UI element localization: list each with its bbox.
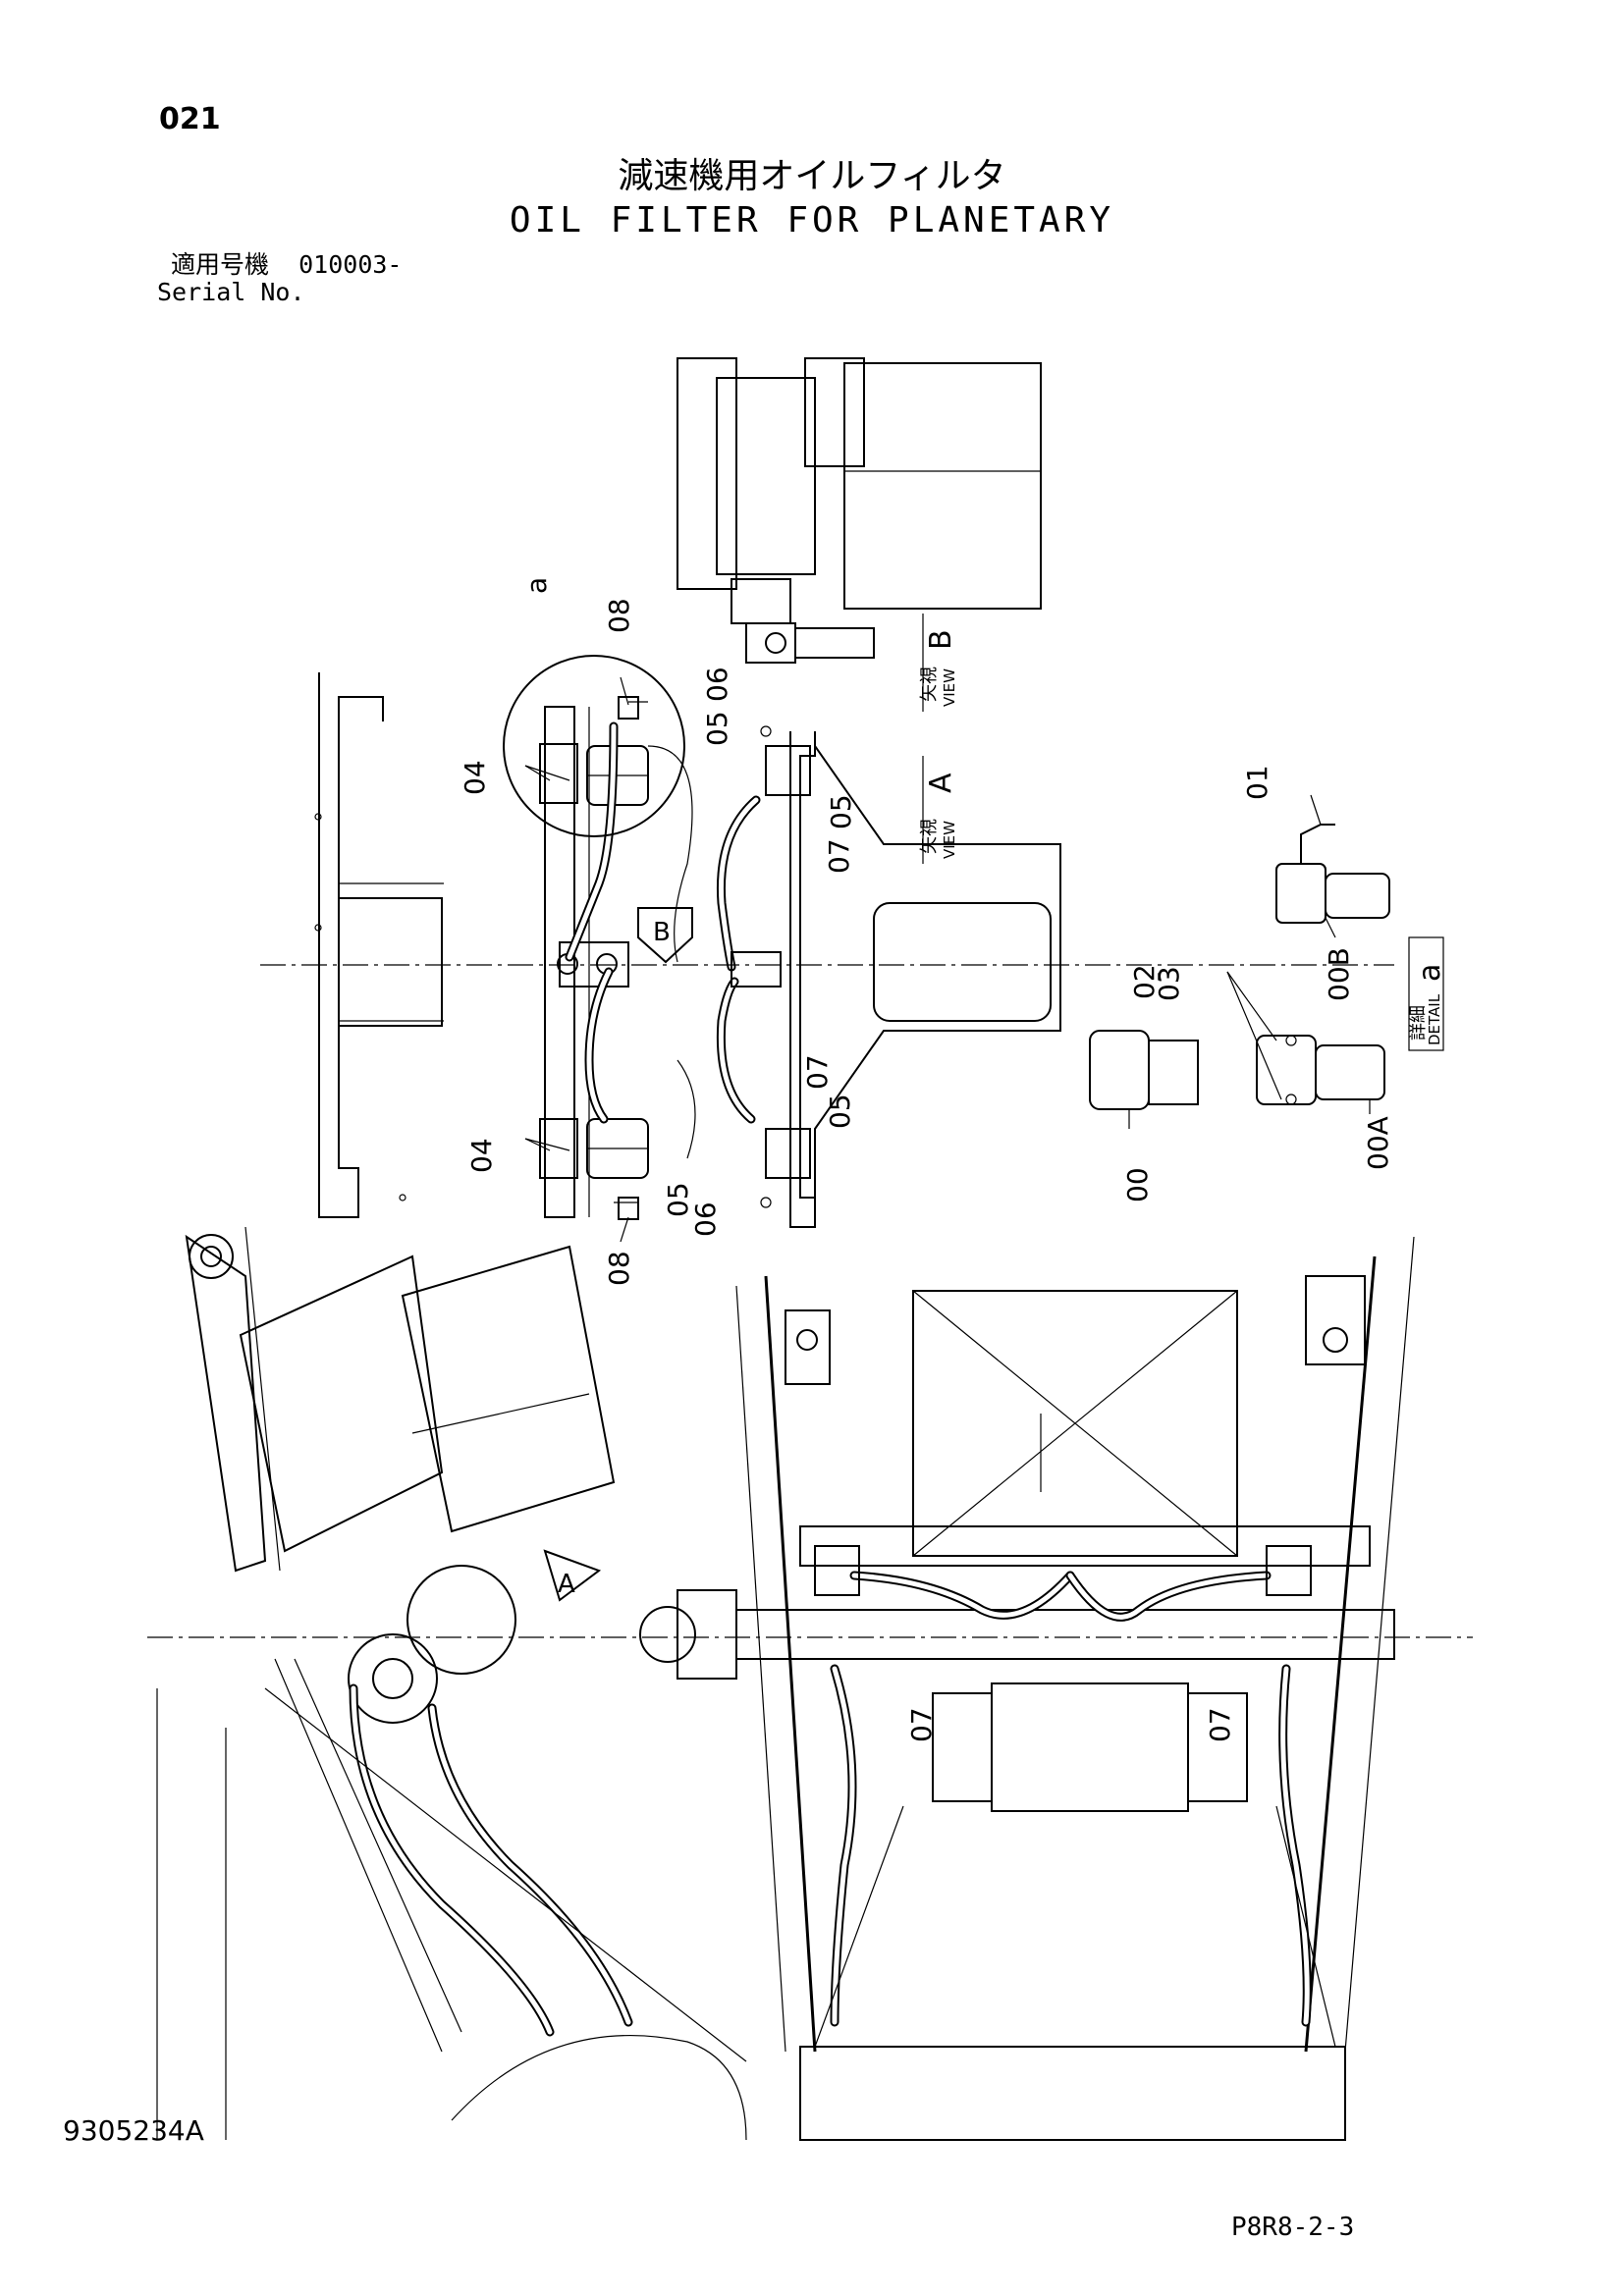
label-08-top: 08: [603, 598, 635, 633]
lower-right-planetary-view: [639, 1236, 1415, 2141]
label-05-top-b: 05: [825, 794, 857, 829]
label-07-lower-right: 07: [1204, 1707, 1236, 1742]
label-08-bottom: 08: [603, 1251, 635, 1286]
view-a-letter: A: [924, 773, 958, 793]
arrow-a-label: A: [558, 1570, 575, 1599]
drawing-number: 9305234A: [63, 2114, 204, 2147]
label-06-top: 06: [701, 667, 733, 702]
arrow-b-label: B: [653, 918, 671, 947]
page-number: 021: [159, 102, 221, 136]
upper-equipment: [677, 357, 1042, 664]
label-00b: 00B: [1323, 947, 1355, 1001]
view-b-jp: 矢視: [919, 667, 940, 702]
view-a-label: 矢視 VIEW A: [919, 756, 958, 864]
detail-a-en: DETAIL: [1426, 993, 1443, 1045]
detail-a-letter: a: [1413, 964, 1447, 982]
title-japanese: 減速機用オイルフィルタ: [618, 156, 1006, 196]
label-05-top-a: 05: [701, 711, 733, 746]
view-b-en: VIEW: [941, 668, 958, 707]
label-01: 01: [1241, 765, 1273, 800]
detail-a-jp: 詳細: [1408, 1005, 1429, 1041]
lower-left-machine-view: A: [156, 1226, 747, 2141]
label-03: 03: [1153, 966, 1185, 1001]
view-b-letter: B: [924, 629, 958, 650]
label-02: 02: [1128, 964, 1161, 999]
label-04-top: 04: [459, 760, 491, 795]
label-05-bottom: 05: [662, 1182, 694, 1217]
view-a-jp: 矢視: [919, 819, 940, 854]
serial-label-en: Serial No.: [157, 278, 305, 306]
label-00: 00: [1121, 1167, 1154, 1202]
label-05-mid: 05: [824, 1094, 856, 1129]
label-a-circle: a: [520, 577, 553, 594]
label-02-dash: -: [1141, 972, 1173, 982]
view-b-label: 矢視 VIEW B: [919, 614, 958, 712]
view-b-arrow: B: [637, 907, 693, 964]
serial-label-jp: 適用号機: [171, 250, 270, 279]
view-a-assembly: [314, 655, 696, 1220]
serial-value: 010003-: [298, 250, 403, 279]
detail-a-label: 詳細 DETAIL a: [1408, 936, 1447, 1051]
part-labels: a 08 04 04 08 06 05 05 07 07 05 05 06 01…: [459, 577, 1394, 1742]
serial-block: 適用号機 010003- Serial No.: [157, 251, 402, 306]
label-04-bottom: 04: [465, 1138, 498, 1173]
sheet-reference: P8R8-2-3: [1231, 2213, 1355, 2242]
view-b-assembly: [716, 725, 1061, 1228]
label-00a: 00A: [1362, 1116, 1394, 1170]
label-07-mid: 07: [801, 1054, 834, 1090]
detail-a-parts: [1089, 824, 1390, 1110]
title-english: OIL FILTER FOR PLANETARY: [509, 200, 1115, 240]
label-07-top: 07: [823, 838, 855, 874]
leader-lines: [524, 676, 1371, 1243]
view-a-en: VIEW: [941, 821, 958, 859]
label-06-bottom: 06: [689, 1201, 722, 1237]
detail-a-circle: [503, 655, 685, 837]
